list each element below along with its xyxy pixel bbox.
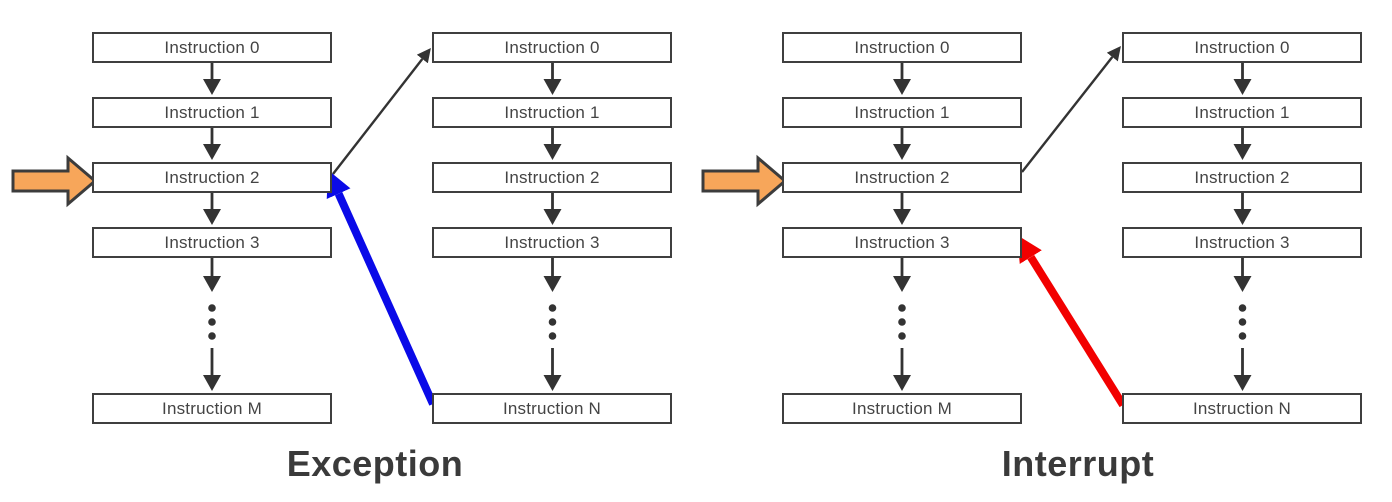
ellipsis-dot	[1238, 318, 1247, 326]
interrupt-jump-arrow	[1021, 45, 1121, 173]
exception-main-flow-arrows	[203, 63, 221, 391]
ellipsis-dot	[1238, 304, 1247, 312]
interrupt-pointer-arrow-icon	[701, 154, 788, 208]
instruction-box: Instruction 1	[782, 97, 1022, 128]
instruction-box: Instruction N	[1122, 393, 1362, 424]
ellipsis-dot	[1238, 332, 1247, 340]
exception-pointer-arrow-icon	[11, 154, 98, 208]
interrupt-caption: Interrupt	[1001, 443, 1155, 484]
ellipsis-dot	[898, 304, 906, 312]
instruction-box: Instruction 1	[92, 97, 332, 128]
instruction-box: Instruction M	[782, 393, 1022, 424]
instruction-box: Instruction 0	[92, 32, 332, 63]
ellipsis-dot	[208, 318, 216, 326]
instruction-box: Instruction 3	[1122, 227, 1362, 258]
interrupt-return-arrow	[1017, 235, 1127, 408]
instruction-box: Instruction 0	[782, 32, 1022, 63]
ellipsis-dot	[898, 332, 906, 340]
instruction-box: Instruction 2	[1122, 162, 1362, 193]
instruction-box: Instruction 2	[432, 162, 672, 193]
ellipsis-dot	[898, 318, 906, 326]
instruction-box: Instruction 3	[92, 227, 332, 258]
instruction-box: Instruction M	[92, 393, 332, 424]
ellipsis-dot	[208, 304, 216, 312]
ellipsis-dot	[548, 304, 557, 312]
interrupt-main-flow-arrows	[893, 63, 911, 391]
instruction-box: Instruction 1	[432, 97, 672, 128]
interrupt-handler-flow-arrows	[1233, 63, 1252, 391]
instruction-box: Instruction 2	[92, 162, 332, 193]
instruction-box: Instruction 3	[782, 227, 1022, 258]
instruction-box: Instruction 1	[1122, 97, 1362, 128]
instruction-box: Instruction 2	[782, 162, 1022, 193]
instruction-box: Instruction 0	[432, 32, 672, 63]
ellipsis-dot	[208, 332, 216, 340]
instruction-box: Instruction 3	[432, 227, 672, 258]
exception-caption: Exception	[286, 443, 464, 484]
exception-jump-arrow	[332, 47, 431, 175]
exception-handler-flow-arrows	[543, 63, 562, 391]
exception-return-arrow	[326, 169, 437, 406]
instruction-box: Instruction N	[432, 393, 672, 424]
ellipsis-dot	[548, 318, 557, 326]
instruction-box: Instruction 0	[1122, 32, 1362, 63]
ellipsis-dot	[548, 332, 557, 340]
